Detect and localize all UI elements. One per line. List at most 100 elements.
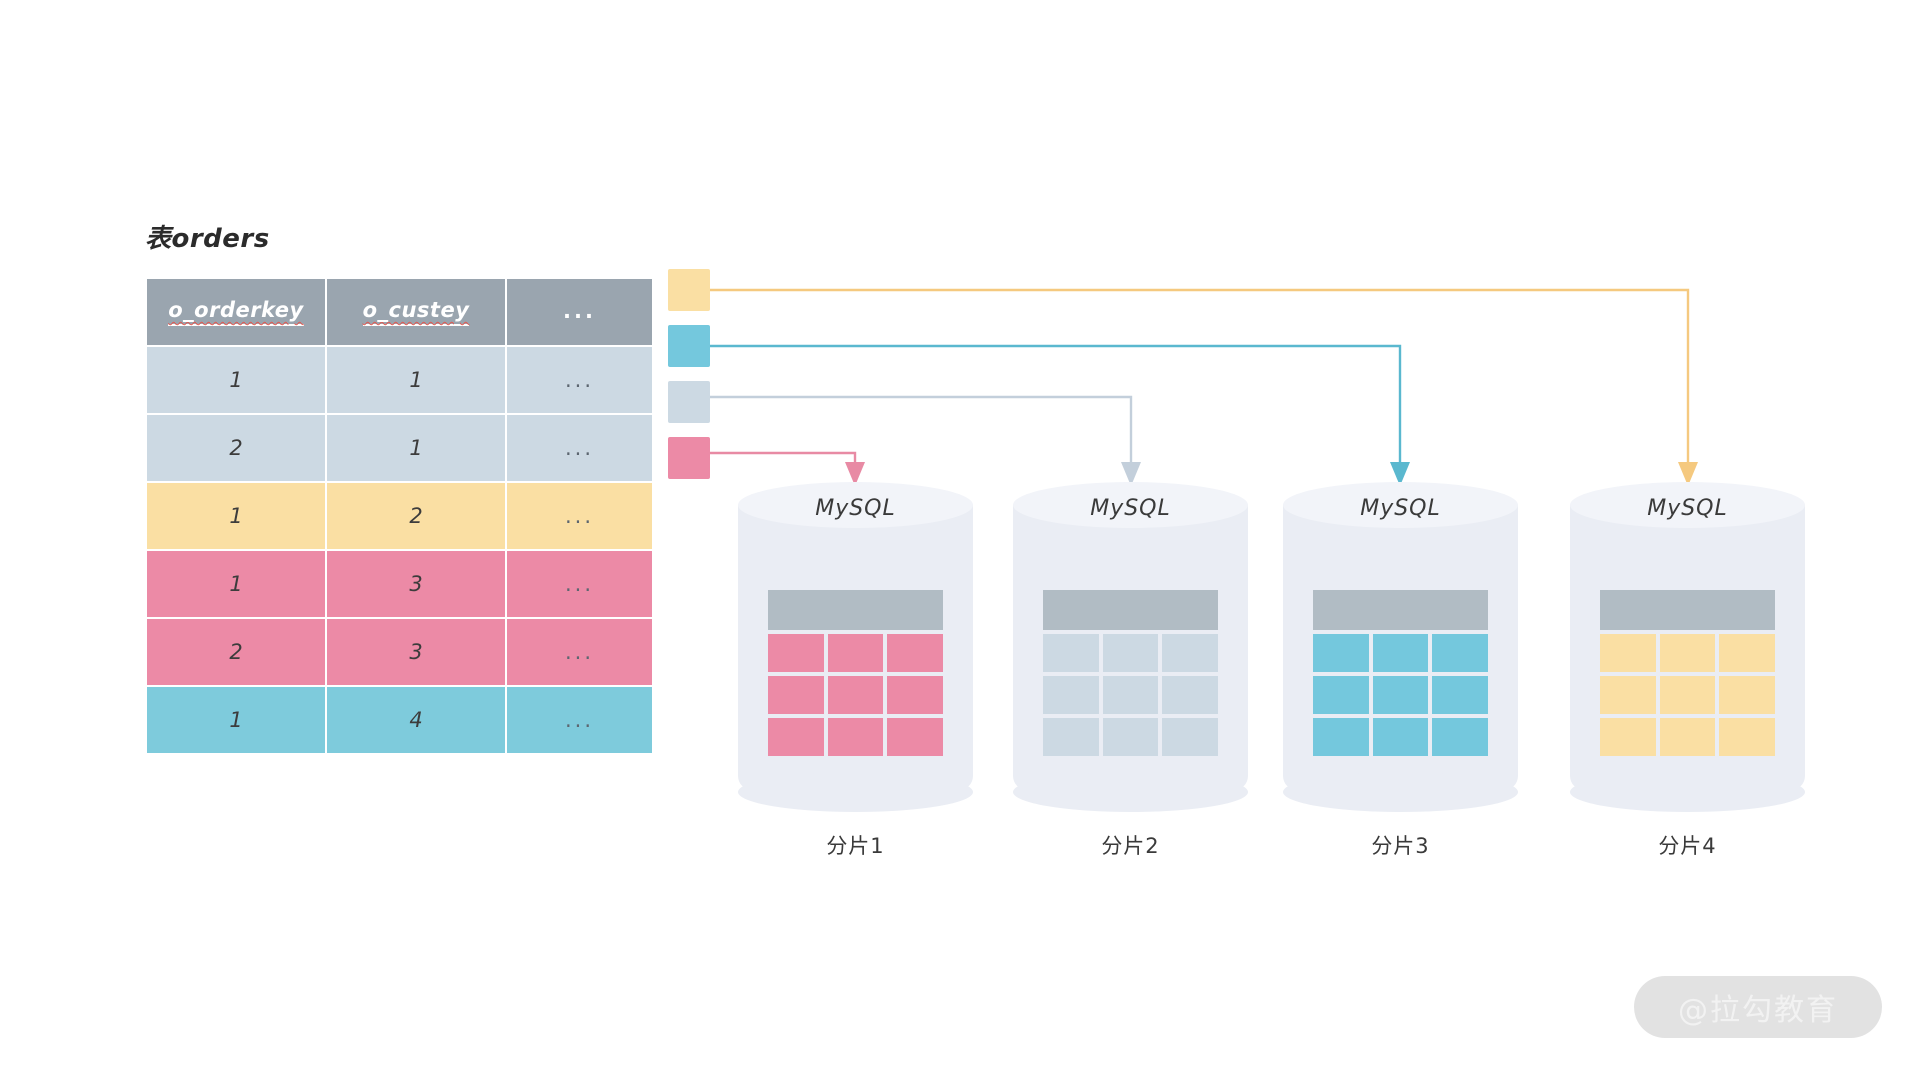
mini-cell: [1600, 634, 1656, 672]
orders-table: o_orderkey o_custey ... 1 1 ...: [145, 277, 654, 755]
legend-swatch-amber: [668, 269, 710, 311]
mini-table-grid: [1600, 634, 1775, 756]
mini-table-header: [768, 590, 943, 630]
cell-orderkey: 1: [147, 551, 325, 617]
mini-cell: [1600, 676, 1656, 714]
cylinder-top: [1570, 482, 1805, 528]
cell-orderkey: 1: [147, 483, 325, 549]
database-label-3: MySQL: [1360, 496, 1441, 521]
cell-more: ...: [507, 551, 652, 617]
source-table-block: 表orders o_orderkey o_custey ...: [145, 218, 652, 755]
mini-cell: [768, 676, 824, 714]
legend-swatch-pink: [668, 437, 710, 479]
database-cylinder-2: MySQL: [1013, 482, 1248, 812]
cell-orderkey: 1: [147, 687, 325, 753]
mini-table-grid: [768, 634, 943, 756]
mini-cell: [1719, 676, 1775, 714]
watermark-text: @拉勾教育: [1678, 993, 1838, 1028]
mini-cell: [827, 676, 884, 714]
mini-cell: [1043, 676, 1099, 714]
mini-cell: [768, 718, 824, 756]
mini-cell: [768, 634, 824, 672]
table-row: 2 3 ...: [147, 619, 652, 685]
mini-cell: [887, 676, 943, 714]
cylinder-bottom: [1570, 772, 1805, 812]
mini-cell: [1600, 718, 1656, 756]
mini-cell: [887, 718, 943, 756]
shard-caption-1: 分片1: [826, 834, 885, 858]
mini-table-header: [1600, 590, 1775, 630]
shard-mini-table-2: [1043, 590, 1218, 756]
mini-cell: [1719, 718, 1775, 756]
mini-cell: [1102, 676, 1159, 714]
connector-blue-to-shard2: [710, 395, 1133, 462]
cell-custey: 1: [327, 415, 505, 481]
mini-cell: [1162, 718, 1218, 756]
shard-caption-2: 分片2: [1101, 834, 1160, 858]
table-header-row: o_orderkey o_custey ...: [147, 279, 652, 345]
watermark: @拉勾教育: [1634, 976, 1882, 1038]
database-cylinder-3: MySQL: [1283, 482, 1518, 812]
column-header-more-label: ...: [563, 299, 596, 323]
mini-cell: [1043, 634, 1099, 672]
column-header-orderkey: o_orderkey: [147, 279, 325, 345]
mini-cell: [1043, 718, 1099, 756]
shard-4: MySQL 分片4: [1570, 482, 1805, 858]
mini-table-header: [1043, 590, 1218, 630]
cylinder-top: [738, 482, 973, 528]
cell-custey: 4: [327, 687, 505, 753]
database-cylinder-4: MySQL: [1570, 482, 1805, 812]
cylinder-bottom: [738, 772, 973, 812]
cell-more: ...: [507, 619, 652, 685]
cell-custey: 1: [327, 347, 505, 413]
column-header-custey: o_custey: [327, 279, 505, 345]
shard-mini-table-1: [768, 590, 943, 756]
mini-cell: [1659, 634, 1716, 672]
database-label-4: MySQL: [1647, 496, 1728, 521]
mini-cell: [1162, 676, 1218, 714]
mini-cell: [1719, 634, 1775, 672]
mini-cell: [1432, 634, 1488, 672]
mini-cell: [1102, 634, 1159, 672]
cell-custey: 3: [327, 619, 505, 685]
cell-more: ...: [507, 687, 652, 753]
mini-cell: [1372, 634, 1429, 672]
table-row: 1 1 ...: [147, 347, 652, 413]
cell-more: ...: [507, 415, 652, 481]
mini-cell: [1313, 634, 1369, 672]
mini-cell: [1313, 718, 1369, 756]
cell-orderkey: 1: [147, 347, 325, 413]
column-header-more: ...: [507, 279, 652, 345]
mini-table-grid: [1313, 634, 1488, 756]
cylinder-top: [1283, 482, 1518, 528]
cell-more: ...: [507, 347, 652, 413]
table-row: 1 4 ...: [147, 687, 652, 753]
mini-cell: [1162, 634, 1218, 672]
database-cylinder-1: MySQL: [738, 482, 973, 812]
mini-cell: [1102, 718, 1159, 756]
cell-more: ...: [507, 483, 652, 549]
connector-amber-to-shard4: [710, 288, 1690, 462]
cylinder-bottom: [1283, 772, 1518, 812]
column-header-orderkey-label: o_orderkey: [168, 298, 304, 326]
mini-cell: [1432, 718, 1488, 756]
mini-cell: [887, 634, 943, 672]
legend-swatch-blue: [668, 381, 710, 423]
mini-cell: [1372, 676, 1429, 714]
mini-table-header: [1313, 590, 1488, 630]
cell-orderkey: 2: [147, 415, 325, 481]
mini-cell: [1659, 676, 1716, 714]
mini-table-grid: [1043, 634, 1218, 756]
cylinder-bottom: [1013, 772, 1248, 812]
mini-cell: [1313, 676, 1369, 714]
database-label-1: MySQL: [815, 496, 896, 521]
page-title: 表orders: [145, 224, 270, 254]
table-row: 1 2 ...: [147, 483, 652, 549]
mini-cell: [1659, 718, 1716, 756]
mini-cell: [827, 718, 884, 756]
shard-3: MySQL 分片3: [1283, 482, 1518, 858]
shard-caption-3: 分片3: [1371, 834, 1430, 858]
shard-caption-4: 分片4: [1658, 834, 1717, 858]
cell-orderkey: 2: [147, 619, 325, 685]
